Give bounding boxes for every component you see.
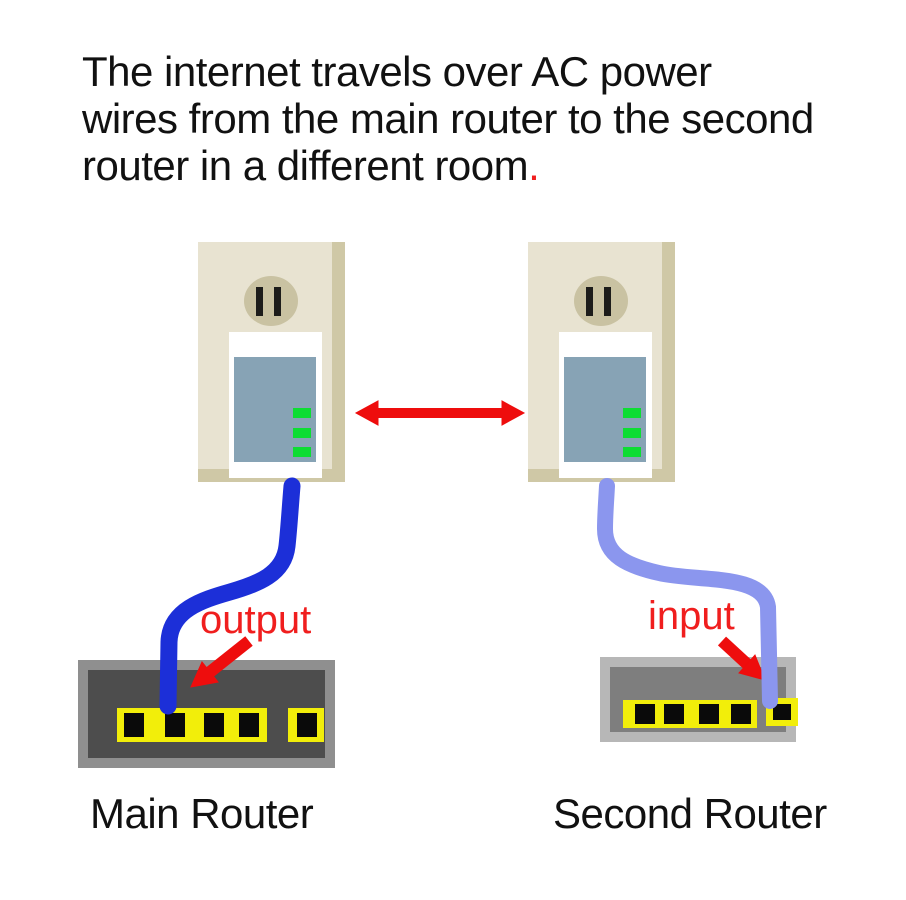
ethernet-port xyxy=(165,713,185,737)
led-indicator xyxy=(623,408,641,418)
led-indicator xyxy=(293,447,311,457)
description-line-2: wires from the main router to the second xyxy=(82,95,814,142)
ethernet-port xyxy=(239,713,259,737)
uplink-port xyxy=(288,708,324,742)
description-line-1: The internet travels over AC power xyxy=(82,48,712,95)
ethernet-port xyxy=(664,704,684,724)
second-router-label: Second Router xyxy=(553,790,827,837)
ethernet-port xyxy=(773,704,791,720)
powerline-adapter-second xyxy=(559,332,652,478)
ethernet-port xyxy=(204,713,224,737)
wall-outlet-main xyxy=(198,242,345,482)
powerline-signal-arrow-icon xyxy=(354,400,526,426)
description-line-3: router in a different room xyxy=(82,142,529,189)
second-router xyxy=(600,657,798,742)
output-label: output xyxy=(200,598,312,642)
input-label: input xyxy=(648,594,735,638)
outlet-socket-icon xyxy=(244,276,298,326)
ethernet-port xyxy=(731,704,751,724)
uplink-port xyxy=(766,698,798,726)
outlet-slot-icon xyxy=(586,287,593,316)
wall-outlet-second xyxy=(528,242,675,482)
main-router-face xyxy=(88,670,325,758)
led-indicator xyxy=(293,408,311,418)
led-indicator xyxy=(293,428,311,438)
ethernet-port xyxy=(297,713,317,737)
ethernet-port-strip xyxy=(117,708,267,742)
outlet-slot-icon xyxy=(256,287,263,316)
ethernet-port-strip xyxy=(623,700,757,728)
main-router xyxy=(78,660,335,768)
powerline-adapter-main xyxy=(229,332,322,478)
main-router-label: Main Router xyxy=(90,790,314,837)
ethernet-port xyxy=(635,704,655,724)
led-indicator xyxy=(623,428,641,438)
outlet-slot-icon xyxy=(274,287,281,316)
description-red-period: . xyxy=(528,142,540,189)
description-text: The internet travels over AC power wires… xyxy=(82,48,882,189)
second-router-face xyxy=(610,667,798,732)
outlet-slot-icon xyxy=(604,287,611,316)
outlet-socket-icon xyxy=(574,276,628,326)
led-indicator xyxy=(623,447,641,457)
ethernet-port xyxy=(124,713,144,737)
ethernet-port xyxy=(699,704,719,724)
